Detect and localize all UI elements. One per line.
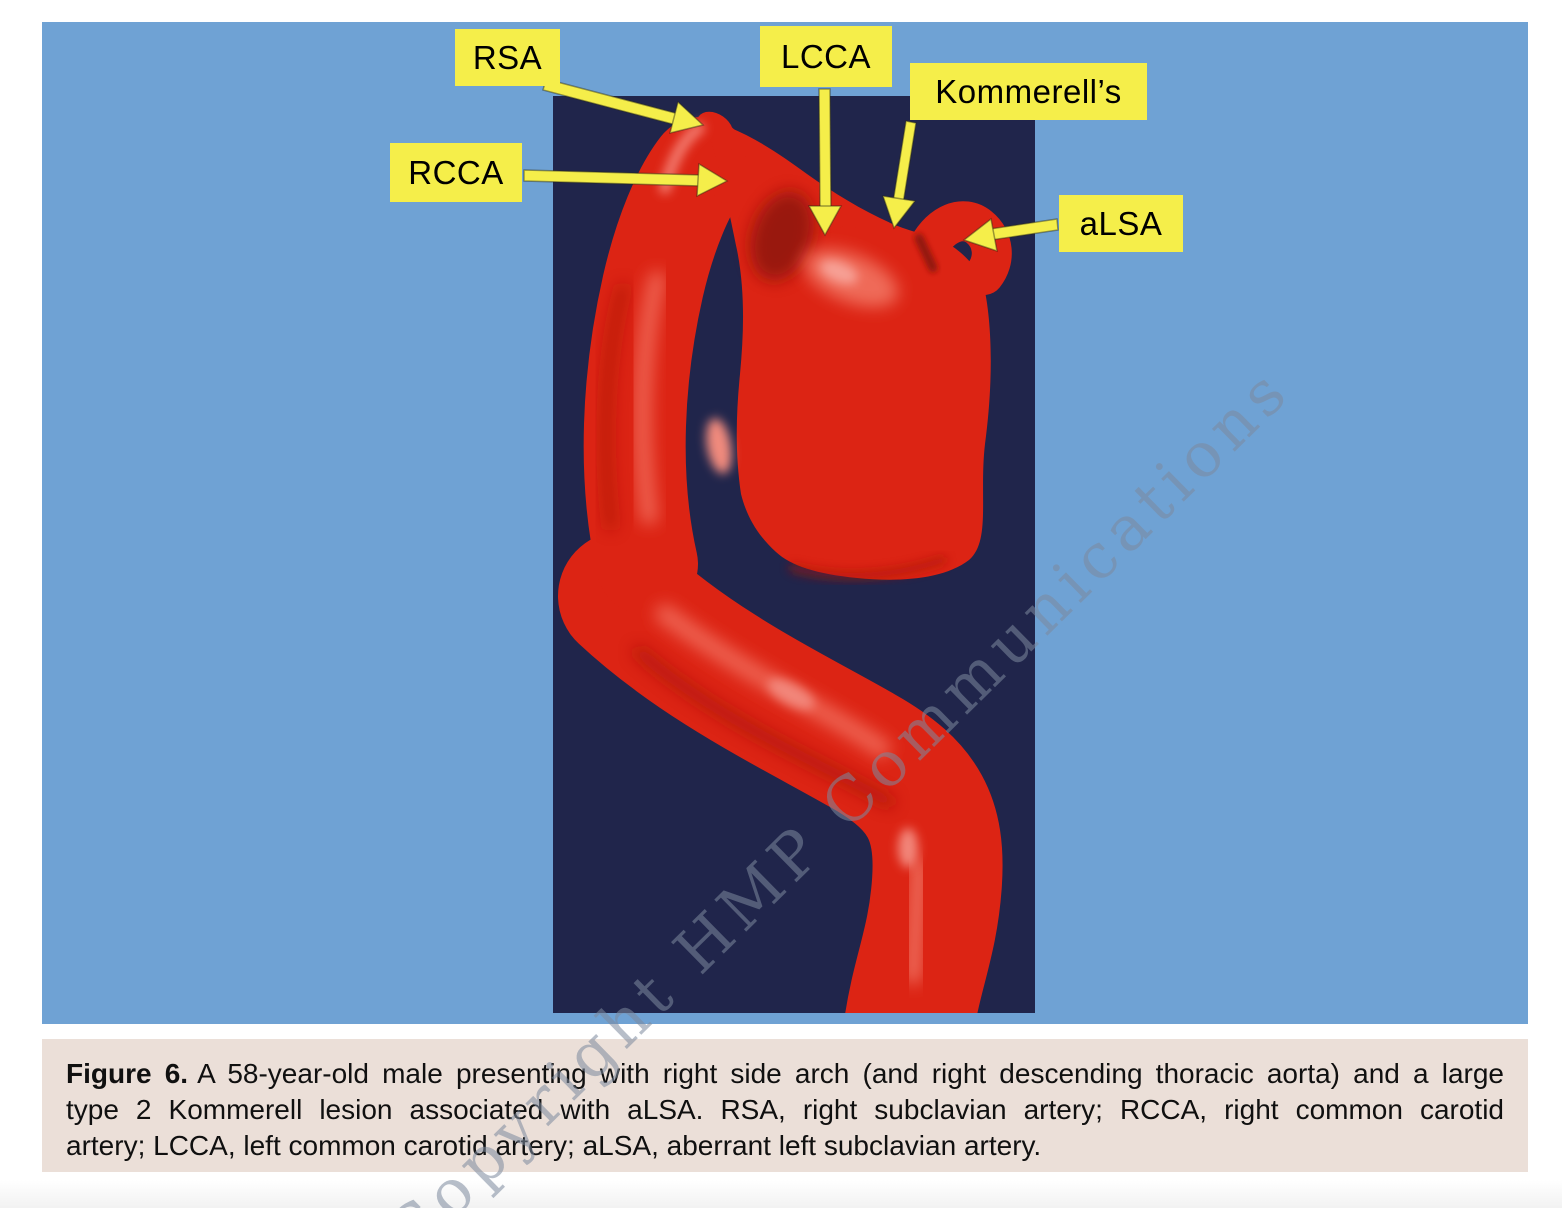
label-lcca-text: LCCA [780, 37, 872, 75]
label-rsa: RSA [455, 29, 560, 86]
caption-text-1: A 58-year-old male presenting with right… [197, 1058, 1504, 1089]
label-kommerells: Kommerell’s [910, 63, 1147, 120]
caption-line-2: type 2 Kommerell lesion associated with … [66, 1094, 1504, 1125]
figure-panel: RSA LCCA Kommerell’s RCCA aLSA [42, 22, 1528, 1024]
label-kommerells-text: Kommerell’s [935, 72, 1122, 110]
label-rcca: RCCA [390, 143, 522, 202]
label-rcca-text: RCCA [408, 153, 504, 191]
caption-line-1: Figure 6. A 58-year-old male presenting w… [66, 1056, 1504, 1092]
figure-caption: Figure 6. A 58-year-old male presenting w… [42, 1039, 1528, 1172]
render-viewport [553, 96, 1035, 1013]
label-rsa-text: RSA [472, 38, 543, 76]
aorta-3d-render [558, 111, 1012, 1013]
page-footer-strip [0, 1180, 1562, 1208]
caption-line-3: artery; LCCA, left common carotid artery… [66, 1130, 1042, 1161]
label-alsa: aLSA [1059, 195, 1183, 252]
caption-label: Figure 6. [66, 1058, 189, 1089]
label-lcca: LCCA [760, 26, 892, 87]
label-alsa-text: aLSA [1079, 204, 1163, 242]
